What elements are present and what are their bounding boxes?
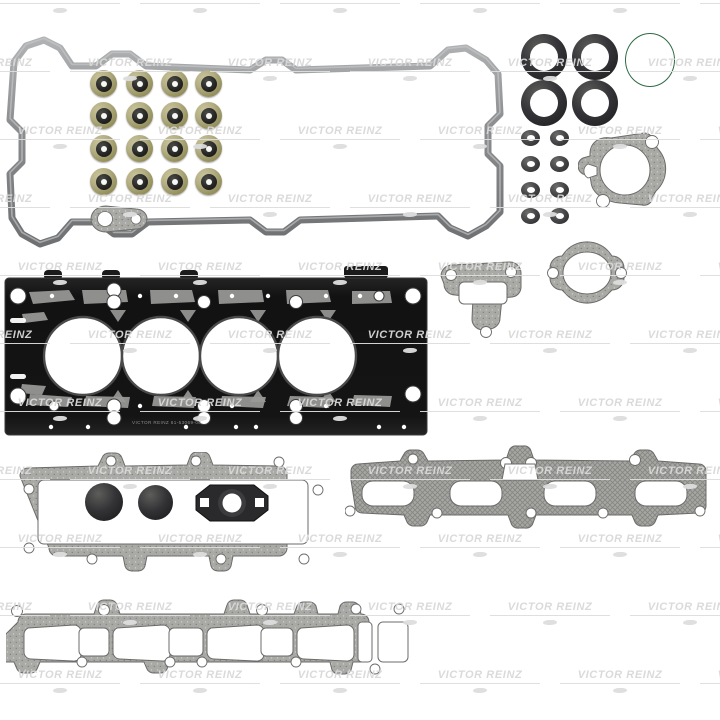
sealing-washer [550, 156, 569, 172]
camshaft-seal [138, 485, 173, 520]
valve-stem-seal [126, 168, 153, 195]
valve-stem-seal [90, 102, 117, 129]
valve-stem-seal [126, 70, 153, 97]
exhaust-manifold-gasket [345, 440, 713, 545]
valve-stem-seal [195, 102, 222, 129]
thermostat-housing-gasket [541, 238, 633, 308]
valve-stem-seal [90, 70, 117, 97]
valve-stem-seal [90, 168, 117, 195]
coolant-outlet-bracket-gasket [437, 260, 539, 348]
valve-stem-seal [161, 168, 188, 195]
camshaft-seal [85, 483, 123, 521]
o-ring-black [572, 80, 618, 126]
o-ring-black [521, 80, 567, 126]
sealing-washer [550, 182, 569, 198]
o-ring-green [625, 33, 675, 87]
head-gasket-part-marking: VICTOR REINZ 61-53069-00 [132, 420, 201, 425]
valve-stem-seal [195, 70, 222, 97]
spark-plug-tube-seal-bracket [194, 482, 270, 524]
sealing-washer [521, 182, 540, 198]
sealing-washer [550, 130, 569, 146]
valve-cover-gasket [0, 26, 520, 266]
sealing-washer [521, 156, 540, 172]
o-ring-black [572, 34, 618, 80]
valve-stem-seal [195, 168, 222, 195]
water-pump-gasket [578, 128, 676, 220]
sealing-washer [521, 208, 540, 224]
valve-stem-seal [126, 102, 153, 129]
intake-manifold-gasket [6, 596, 426, 682]
sealing-washer [521, 130, 540, 146]
valve-stem-seal [161, 70, 188, 97]
cylinder-head-gasket: VICTOR REINZ 61-53069-00 [4, 266, 428, 446]
valve-stem-seal [161, 102, 188, 129]
o-ring-black [521, 34, 567, 80]
